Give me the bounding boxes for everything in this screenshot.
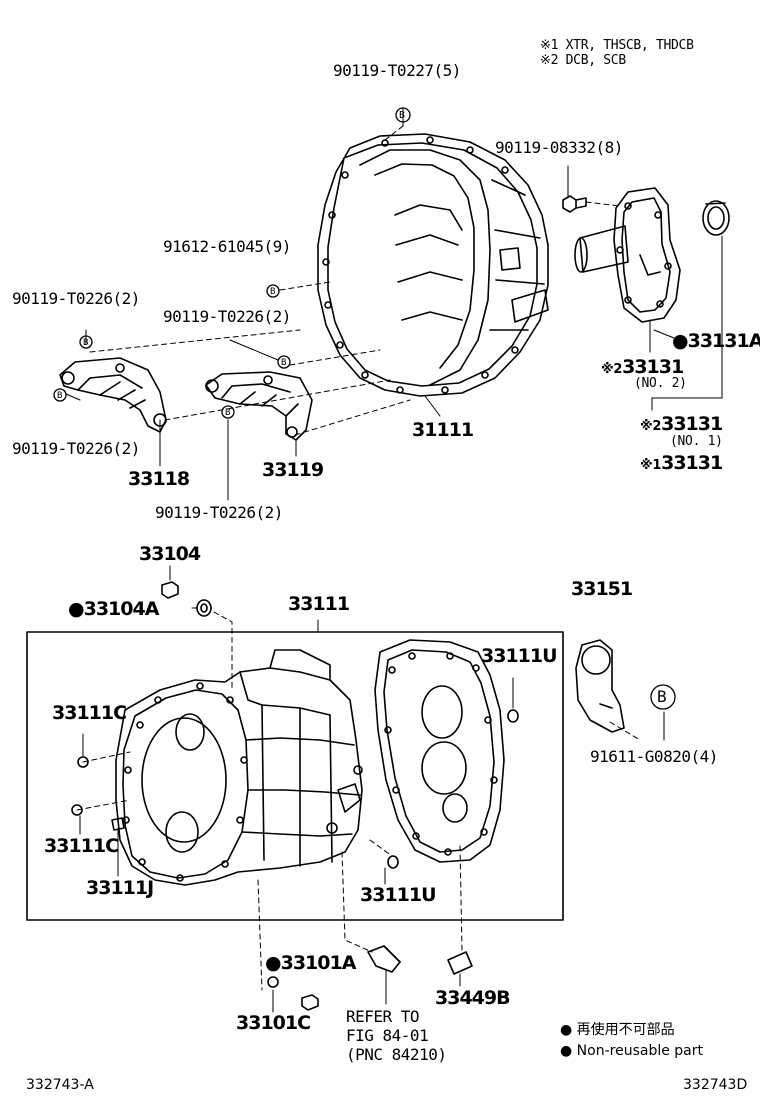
label-bolt-a1: 90119-T0226(2) [12,289,140,308]
label-33101A: ●33101A [265,952,356,974]
bracket-33119 [205,371,313,441]
label-33111C-bottom: 33111C [44,835,119,857]
label-bolt-a4: 90119-T0226(2) [155,503,283,522]
label-33131-no2: ※233131 [601,356,684,378]
b-marker-glyph: B [83,338,89,348]
group-frame [26,631,564,921]
leader-lines [65,107,723,1013]
label-31111: 31111 [412,419,474,441]
b-marker-glyph: B [57,391,63,401]
label-33101C: 33101C [236,1012,311,1034]
b-marker-glyph: B [399,110,405,121]
bearing-retainer-33131 [574,187,681,323]
legend-line-en: ● Non-reusable part [560,1043,703,1059]
b-marker-circles [53,107,676,710]
label-33118: 33118 [128,468,190,490]
label-pin-right: 91611-G0820(4) [590,747,718,766]
refer-line-1: REFER TO [346,1007,420,1026]
note-1: ※1 XTR, THSCB, THDCB [540,38,694,53]
label-no2: (NO. 2) [634,376,687,391]
small-parts [71,581,519,1011]
b-marker-glyph: B [225,408,231,418]
bolt-90119-08332 [562,195,587,213]
transmission-case-33111 [115,649,363,886]
label-33111C-top: 33111C [52,702,127,724]
oil-seal-33131A [702,200,730,236]
refer-line-2: FIG 84-01 [346,1026,429,1045]
label-33104: 33104 [139,543,201,565]
label-33131A: ●33131A [672,330,760,352]
label-pin-left: 91612-61045(9) [163,237,291,256]
label-33151: 33151 [571,578,633,600]
label-33111U-top: 33111U [481,645,558,667]
b-marker-glyph: B [281,358,287,368]
label-bolt-a2: 90119-T0226(2) [163,307,291,326]
footer-right-code: 332743D [683,1077,748,1093]
legend-line-jp: ● 再使用不可部品 [560,1022,675,1038]
label-bolt-a3: 90119-T0226(2) [12,439,140,458]
b-marker-glyph: B [657,687,667,706]
label-bolt-right: 90119-08332(8) [495,138,623,157]
label-33111: 33111 [288,593,350,615]
label-33111U-bottom: 33111U [360,884,437,906]
label-33131-no1: ※233131 [640,413,723,435]
label-33104A: ●33104A [68,598,159,620]
note-2: ※2 DCB, SCB [540,53,626,68]
cover-33151 [575,639,625,733]
label-no1: (NO. 1) [670,434,723,449]
label-bolt-top: 90119-T0227(5) [333,61,461,80]
label-33449B: 33449B [435,987,511,1009]
extension-plate [374,639,505,863]
footer-left-code: 332743-A [26,1077,94,1093]
label-33119: 33119 [262,459,324,481]
b-marker-glyph: B [270,287,276,297]
bracket-33118 [59,357,167,433]
label-33111J: 33111J [86,877,154,899]
refer-line-3: (PNC 84210) [346,1045,447,1064]
bell-housing-31111 [317,133,549,397]
label-33131-x1: ※133131 [640,452,723,474]
